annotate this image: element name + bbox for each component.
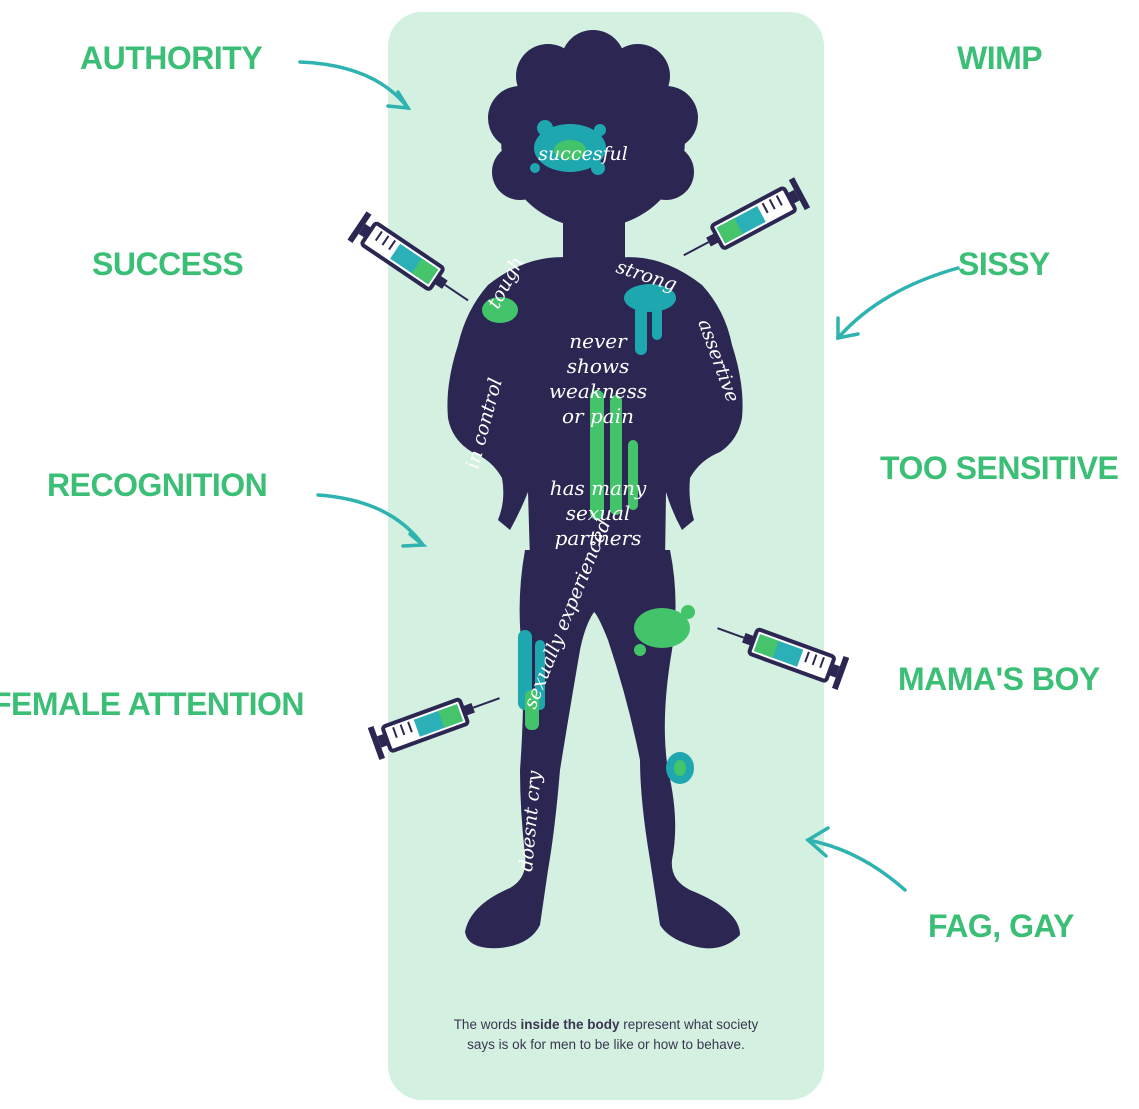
label-too-sensitive: TOO SENSITIVE xyxy=(880,450,1118,487)
label-female-attention: FEMALE ATTENTION xyxy=(0,686,304,723)
word-or-pain: or pain xyxy=(562,404,634,428)
label-sissy: SISSY xyxy=(958,246,1050,283)
arrow-sissy xyxy=(838,268,958,338)
syringe-icon-lower-right xyxy=(712,612,850,690)
label-recognition: RECOGNITION xyxy=(47,467,267,504)
word-weakness: weakness xyxy=(549,379,647,403)
label-success: SUCCESS xyxy=(92,246,243,283)
word-successful: succesful xyxy=(538,143,628,165)
arrow-recognition xyxy=(318,495,423,545)
syringe-icon-lower-left xyxy=(368,682,506,760)
label-mamas-boy: MAMA'S BOY xyxy=(898,661,1100,698)
word-shows: shows xyxy=(567,354,630,378)
label-authority: AUTHORITY xyxy=(80,40,262,77)
caption: The words inside the body represent what… xyxy=(438,1015,774,1055)
syringe-icon-upper-left xyxy=(347,211,477,314)
arrow-authority xyxy=(300,62,408,108)
word-has-many: has many xyxy=(550,476,647,500)
caption-emphasis: inside the body xyxy=(520,1017,619,1032)
syringe-icon-upper-right xyxy=(676,177,810,270)
arrow-fag-gay xyxy=(808,840,905,890)
caption-text-start: The words xyxy=(454,1017,521,1032)
label-wimp: WIMP xyxy=(957,40,1042,77)
label-fag-gay: FAG, GAY xyxy=(928,908,1074,945)
word-never: never xyxy=(569,329,628,353)
